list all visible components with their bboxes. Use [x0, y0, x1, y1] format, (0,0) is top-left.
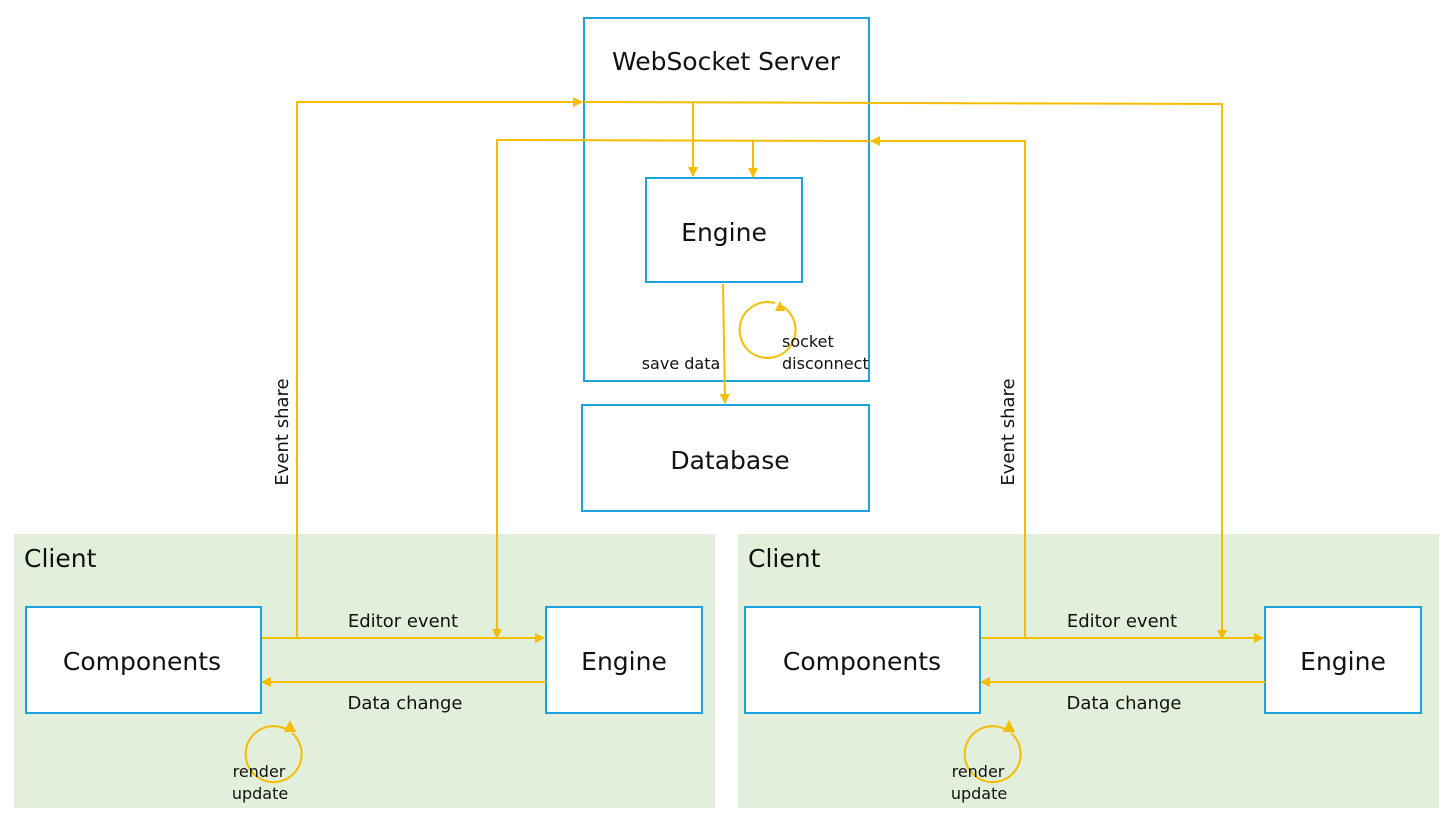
- data-change-label-left: Data change: [348, 693, 463, 714]
- render-update-label-right-1: render: [952, 762, 1005, 781]
- client-title-right: Client: [748, 544, 821, 573]
- database-box: [581, 404, 870, 512]
- event-share-left-arrow: [296, 97, 583, 638]
- components-box-right: [744, 606, 981, 714]
- database-label: Database: [670, 446, 789, 475]
- socket-disconnect-label-1: socket: [782, 332, 834, 351]
- save-data-label: save data: [642, 354, 721, 373]
- render-update-right-loop: [963, 725, 1022, 784]
- render-update-right-loop-head: [1003, 720, 1015, 732]
- render-update-label-right-2: update: [951, 784, 1007, 803]
- broadcast-left-arrow: [492, 138, 870, 639]
- client-title-left: Client: [24, 544, 97, 573]
- client-engine-box-right: [1264, 606, 1422, 714]
- event-share-label-left: Event share: [272, 378, 293, 485]
- save-data-arrow: [719, 283, 730, 404]
- socket-disconnect-loop: [738, 301, 797, 359]
- components-label-left: Components: [63, 647, 221, 676]
- editor-event-label-right: Editor event: [1067, 611, 1177, 632]
- server-engine-box: [645, 177, 803, 283]
- data-change-label-right: Data change: [1067, 693, 1182, 714]
- server-engine-label: Engine: [681, 218, 767, 247]
- components-label-right: Components: [783, 647, 941, 676]
- event-share-label-right: Event share: [998, 378, 1019, 485]
- client-engine-label-left: Engine: [581, 647, 667, 676]
- socket-disconnect-label-2: disconnect: [782, 354, 869, 373]
- websocket-server-box: [583, 17, 870, 382]
- broadcast-right-arrow: [583, 101, 1227, 640]
- render-update-left-loop-head: [284, 720, 296, 732]
- client-engine-box-left: [545, 606, 703, 714]
- event-share-right-arrow: [870, 136, 1026, 638]
- render-update-label-left-1: render: [233, 762, 286, 781]
- client-engine-label-right: Engine: [1300, 647, 1386, 676]
- socket-disconnect-loop-head: [775, 301, 785, 311]
- render-update-left-loop: [244, 725, 303, 784]
- components-box-left: [25, 606, 262, 714]
- websocket-server-label: WebSocket Server: [612, 47, 841, 76]
- render-update-label-left-2: update: [232, 784, 288, 803]
- editor-event-label-left: Editor event: [348, 611, 458, 632]
